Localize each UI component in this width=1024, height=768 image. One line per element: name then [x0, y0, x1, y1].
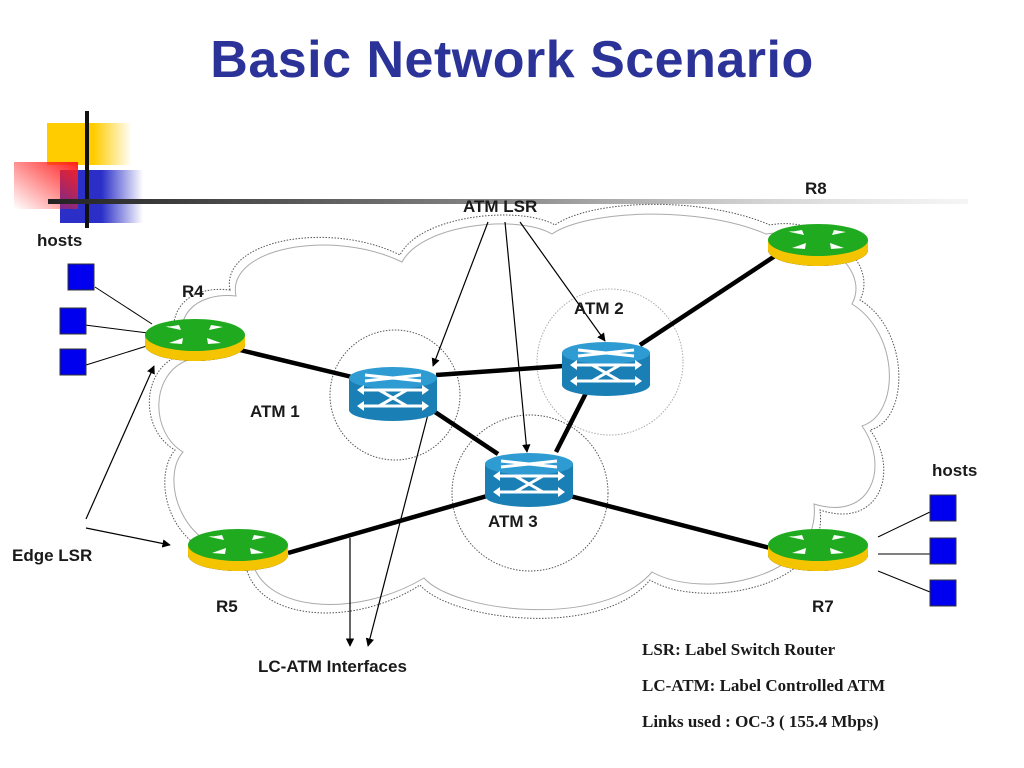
logo-yellow-square: [47, 123, 132, 165]
arrow-atm-lsr-to-atm3: [504, 221, 531, 453]
router-icon: [768, 224, 868, 266]
router-icon: [188, 529, 288, 571]
atm-switch-atm1[interactable]: [347, 365, 439, 423]
link-atm2-r8: [638, 252, 780, 347]
host-icon[interactable]: [59, 348, 87, 376]
annotation-arrows: [85, 221, 606, 647]
host-icon[interactable]: [929, 579, 957, 607]
label-atm1: ATM 1: [250, 402, 300, 421]
router-r7[interactable]: [768, 529, 868, 571]
label-r5: R5: [216, 597, 238, 616]
link-atm1-atm3: [430, 408, 500, 456]
annotation-lc-atm-interfaces: LC-ATM Interfaces: [258, 657, 407, 676]
network-cloud: [148, 203, 900, 619]
links: [239, 252, 780, 556]
label-r8: R8: [805, 179, 827, 198]
link-atm2-atm3: [553, 391, 589, 454]
router-r5[interactable]: [188, 529, 288, 571]
router-icon: [145, 319, 245, 361]
host-icon[interactable]: [59, 307, 87, 335]
router-r4[interactable]: [145, 319, 245, 361]
annotation-edge-lsr: Edge LSR: [12, 546, 93, 565]
legend-item: LSR: Label Switch Router: [642, 640, 836, 659]
label-atm2: ATM 2: [574, 299, 624, 318]
atm-switch-atm3[interactable]: [483, 451, 575, 509]
label-hosts-right: hosts: [932, 461, 978, 480]
legend-item: Links used : OC-3 ( 155.4 Mbps): [642, 712, 879, 731]
link-atm3-r5: [287, 493, 488, 556]
arrow-edge-lsr-to-r4: [85, 365, 155, 520]
atm-switch-atm2[interactable]: [560, 340, 652, 398]
annotation-atm-lsr: ATM LSR: [463, 197, 538, 216]
label-atm3: ATM 3: [488, 512, 538, 531]
atm-switch-icon: [483, 451, 575, 509]
host-icon[interactable]: [929, 537, 957, 565]
slide-title: Basic Network Scenario: [210, 31, 814, 89]
link-atm1-atm2: [435, 363, 564, 378]
atm-switch-icon: [560, 340, 652, 398]
legend-item: LC-ATM: Label Controlled ATM: [642, 676, 886, 695]
host-links: [84, 286, 931, 593]
label-r4: R4: [182, 282, 204, 301]
arrow-edge-lsr-to-r5: [85, 527, 171, 548]
arrow-lc-atm-2: [365, 394, 434, 647]
router-r8[interactable]: [768, 224, 868, 266]
host-icon[interactable]: [929, 494, 957, 522]
host-group-left: [59, 263, 95, 376]
label-r7: R7: [812, 597, 834, 616]
slide-logo: [14, 111, 968, 228]
arrow-atm-lsr-to-atm2: [519, 221, 606, 342]
link-atm3-r7: [569, 493, 771, 551]
host-group-right: [929, 494, 957, 607]
arrow-atm-lsr-to-atm1: [431, 221, 489, 367]
atm-switch-icon: [347, 365, 439, 423]
router-icon: [768, 529, 868, 571]
host-icon[interactable]: [67, 263, 95, 291]
header-rule: [48, 199, 968, 204]
label-hosts-left: hosts: [37, 231, 83, 250]
link-r4-atm1: [239, 347, 353, 380]
